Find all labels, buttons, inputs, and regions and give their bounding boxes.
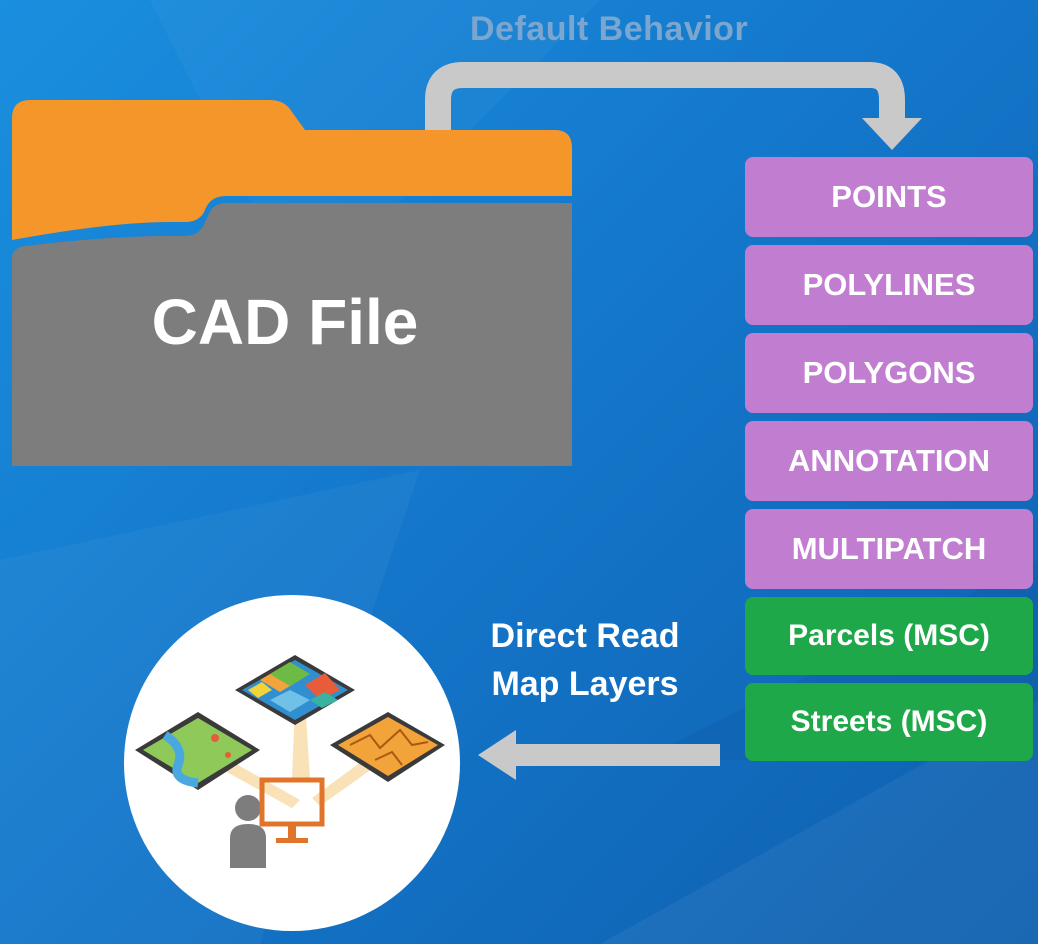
left-arrow-icon	[478, 730, 720, 780]
terrain-map-icon	[330, 712, 445, 782]
user-icon	[230, 795, 266, 868]
layer-list: POINTS POLYLINES POLYGONS ANNOTATION MUL…	[745, 157, 1033, 769]
layer-streets: Streets (MSC)	[745, 683, 1033, 761]
folder-label: CAD File	[151, 286, 419, 358]
layer-polygons: POLYGONS	[745, 333, 1033, 413]
direct-read-line2: Map Layers	[491, 665, 679, 703]
curved-arrow-icon	[425, 62, 922, 150]
layer-polylines: POLYLINES	[745, 245, 1033, 325]
folder-icon	[12, 100, 572, 466]
layer-annotation: ANNOTATION	[745, 421, 1033, 501]
layer-points: POINTS	[745, 157, 1033, 237]
layer-parcels: Parcels (MSC)	[745, 597, 1033, 675]
layer-multipatch: MULTIPATCH	[745, 509, 1033, 589]
direct-read-label: Direct Read Map Layers	[455, 612, 715, 708]
diagram-title: Default Behavior	[470, 10, 749, 48]
direct-read-line1: Direct Read	[490, 617, 680, 655]
river-map-icon	[135, 712, 260, 790]
raster-map-icon	[235, 655, 355, 725]
monitor-icon	[259, 777, 325, 843]
